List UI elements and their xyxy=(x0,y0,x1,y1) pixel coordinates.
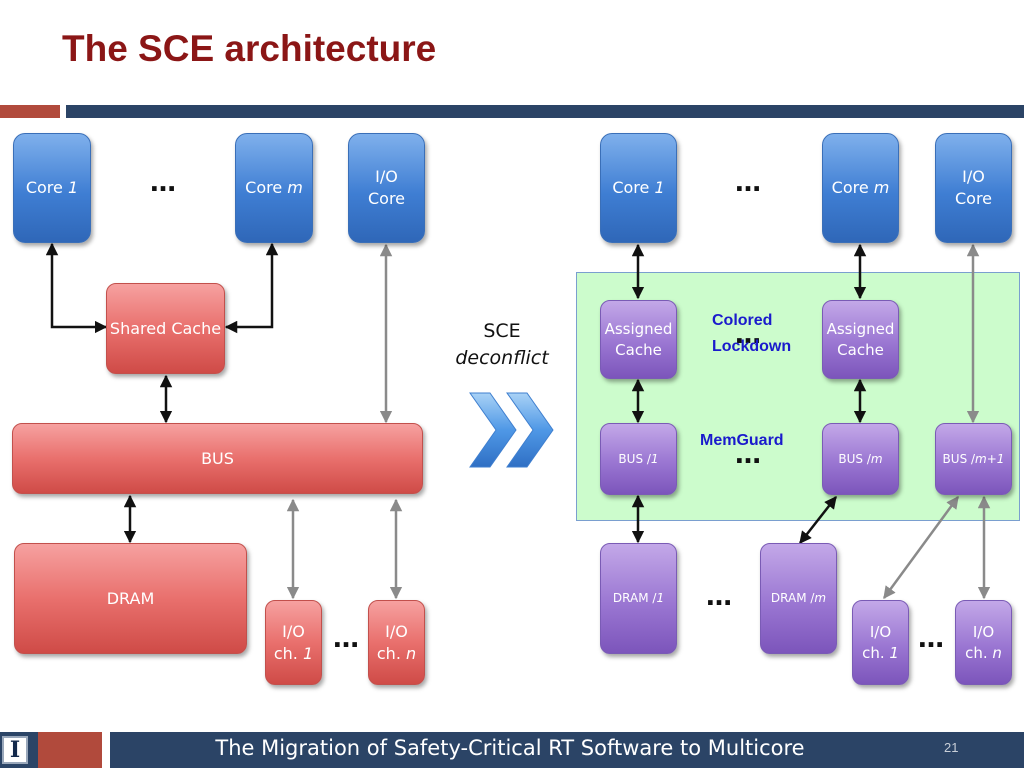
right-io-ellipsis: … xyxy=(918,624,945,654)
left-io-ellipsis: … xyxy=(333,624,360,654)
footer-bar xyxy=(0,732,1024,768)
right-bus-m-plus-1: BUS /m+1 xyxy=(935,423,1012,495)
page-number: 21 xyxy=(944,740,959,755)
university-logo-icon: I xyxy=(2,736,28,764)
right-bus-m: BUS /m xyxy=(822,423,899,495)
right-dram-1: DRAM /1 xyxy=(600,543,677,654)
right-core-m: Core m xyxy=(822,133,899,243)
arrow-r-busm-dramm xyxy=(799,496,837,544)
footer-divider xyxy=(102,732,110,768)
left-shared-cache: Shared Cache xyxy=(106,283,225,374)
footer-accent xyxy=(38,732,102,768)
right-core-1: Core 1 xyxy=(600,133,677,243)
left-dram: DRAM xyxy=(14,543,247,654)
slide-title: The SCE architecture xyxy=(62,28,437,69)
right-bus-1: BUS /1 xyxy=(600,423,677,495)
left-core-1: Core 1 xyxy=(13,133,91,243)
left-bus: BUS xyxy=(12,423,423,494)
right-dram-m: DRAM /m xyxy=(760,543,837,654)
right-cache-ellipsis: … xyxy=(735,320,762,350)
right-cores-ellipsis: … xyxy=(735,168,762,198)
left-cores-ellipsis: … xyxy=(150,168,177,198)
arrow-corem-cache xyxy=(224,242,279,334)
right-dram-ellipsis: … xyxy=(706,582,733,612)
arrow-core1-cache xyxy=(45,242,108,334)
memguard-label: MemGuard xyxy=(700,432,784,449)
footer-title: The Migration of Safety-Critical RT Soft… xyxy=(215,736,805,760)
arrow-r-bus-ioch1 xyxy=(882,495,960,600)
header-rule-navy xyxy=(66,105,1024,118)
double-chevron-right-icon xyxy=(469,392,554,468)
right-bus-ellipsis: … xyxy=(735,440,762,470)
header-rule-red xyxy=(0,105,60,118)
left-core-m: Core m xyxy=(235,133,313,243)
